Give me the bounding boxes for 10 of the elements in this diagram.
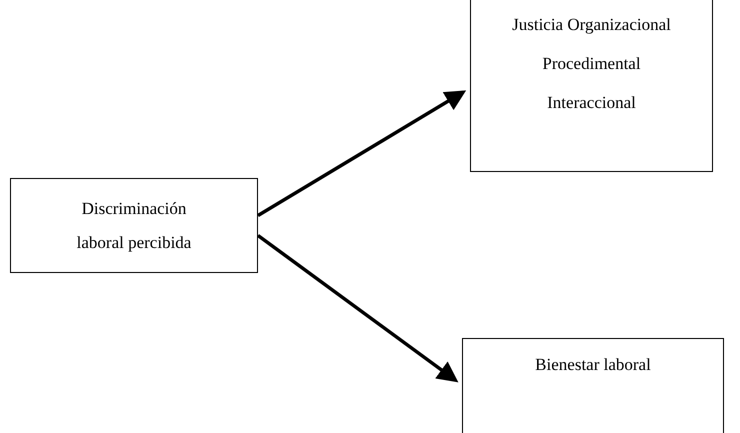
box-label: Justicia Organizacional bbox=[512, 14, 671, 35]
arrow bbox=[257, 90, 466, 217]
box-label: Bienestar laboral bbox=[535, 354, 651, 375]
arrow bbox=[256, 234, 458, 382]
box-label: Procedimental bbox=[542, 54, 641, 74]
text-box bbox=[462, 338, 724, 433]
box-label: Discriminación laboral percibida bbox=[76, 198, 192, 254]
box-label: Interaccional bbox=[547, 93, 636, 113]
text-box bbox=[470, 0, 713, 172]
text-box bbox=[10, 178, 258, 273]
